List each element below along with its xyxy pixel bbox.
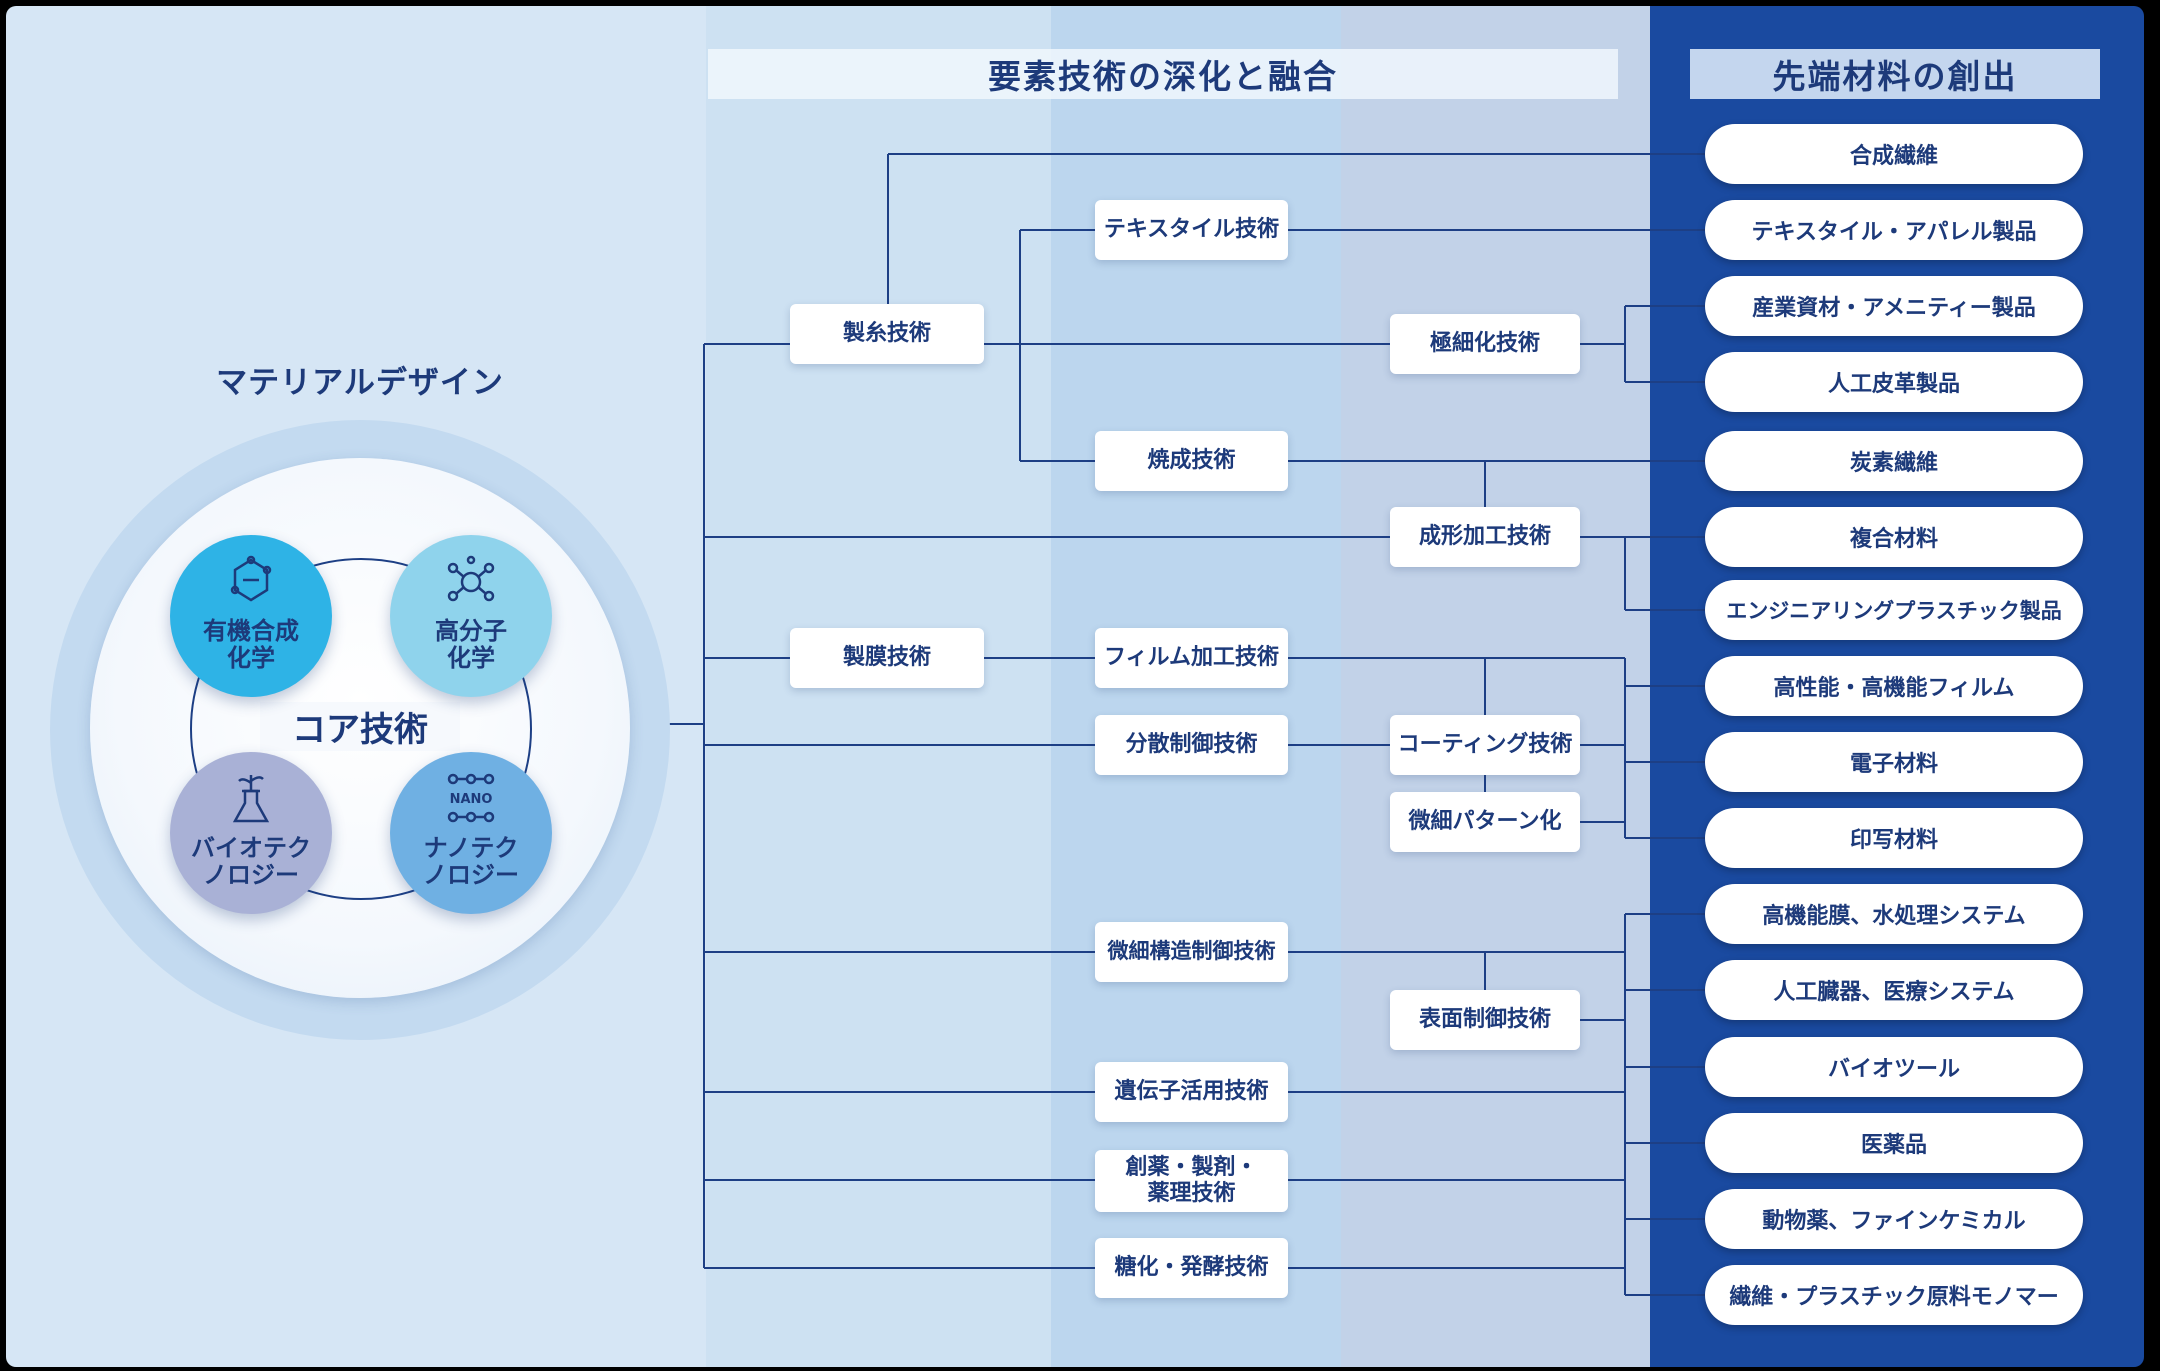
tech-node-idenshi: 遺伝子活用技術 [1095, 1062, 1288, 1122]
nanotechnology-circle: NANO ナノテク ノロジー [390, 752, 552, 914]
material-pill: エンジニアリングプラスチック製品 [1705, 580, 2083, 640]
tech-node-gokusaika: 極細化技術 [1390, 314, 1580, 374]
material-design-title: マテリアルデザイン [216, 365, 504, 401]
tech-node-seishi: 製糸技術 [790, 304, 984, 364]
background-column-3 [1341, 6, 1650, 1367]
material-pill: 産業資材・アメニティー製品 [1705, 276, 2083, 336]
tech-node-pattern: 微細パターン化 [1390, 792, 1580, 852]
tech-node-bunsan: 分散制御技術 [1095, 715, 1288, 775]
nanotechnology-label: ナノテク ノロジー [423, 833, 519, 890]
tech-node-seikei: 成形加工技術 [1390, 507, 1580, 567]
material-pill: 高機能膜、水処理システム [1705, 884, 2083, 944]
tech-node-hyomen: 表面制御技術 [1390, 990, 1580, 1050]
tech-node-coating: コーティング技術 [1390, 715, 1580, 775]
material-pill: 繊維・プラスチック原料モノマー [1705, 1265, 2083, 1325]
material-pill: 医薬品 [1705, 1113, 2083, 1173]
polymer-chemistry-circle: 高分子 化学 [390, 535, 552, 697]
tech-node-souyaku: 創薬・製剤・ 薬理技術 [1095, 1150, 1288, 1212]
material-pill: 高性能・高機能フィルム [1705, 656, 2083, 716]
core-inner-ring [190, 558, 532, 900]
material-pill: 人工皮革製品 [1705, 352, 2083, 412]
material-pill: バイオツール [1705, 1037, 2083, 1097]
material-pill: 動物薬、ファインケミカル [1705, 1189, 2083, 1249]
tech-node-shosei: 焼成技術 [1095, 431, 1288, 491]
organic-synthesis-label: 有機合成 化学 [203, 616, 299, 673]
material-pill: 印写材料 [1705, 808, 2083, 868]
tech-node-film: フィルム加工技術 [1095, 628, 1288, 688]
polymer-chemistry-label: 高分子 化学 [435, 616, 507, 673]
material-pill: 人工臓器、医療システム [1705, 960, 2083, 1020]
molecule-icon [230, 555, 272, 602]
organic-synthesis-circle: 有機合成 化学 [170, 535, 332, 697]
svg-text:NANO: NANO [450, 792, 493, 807]
material-pill: テキスタイル・アパレル製品 [1705, 200, 2083, 260]
material-pill: 合成繊維 [1705, 124, 2083, 184]
tech-node-touka: 糖化・発酵技術 [1095, 1238, 1288, 1298]
material-pill: 複合材料 [1705, 507, 2083, 567]
core-technology-label: コア技術 [260, 702, 460, 751]
nano-icon: NANO [447, 773, 495, 823]
flask-plant-icon [232, 774, 270, 823]
biotechnology-label: バイオテク ノロジー [191, 833, 311, 890]
tech-node-seimaku: 製膜技術 [790, 628, 984, 688]
polymer-icon [447, 555, 495, 602]
tech-node-textile: テキスタイル技術 [1095, 200, 1288, 260]
material-pill: 炭素繊維 [1705, 431, 2083, 491]
material-pill: 電子材料 [1705, 732, 2083, 792]
tech-node-biseikouzou: 微細構造制御技術 [1095, 922, 1288, 982]
header-middle: 要素技術の深化と融合 [708, 49, 1618, 99]
biotechnology-circle: バイオテク ノロジー [170, 752, 332, 914]
header-right: 先端材料の創出 [1690, 49, 2100, 99]
